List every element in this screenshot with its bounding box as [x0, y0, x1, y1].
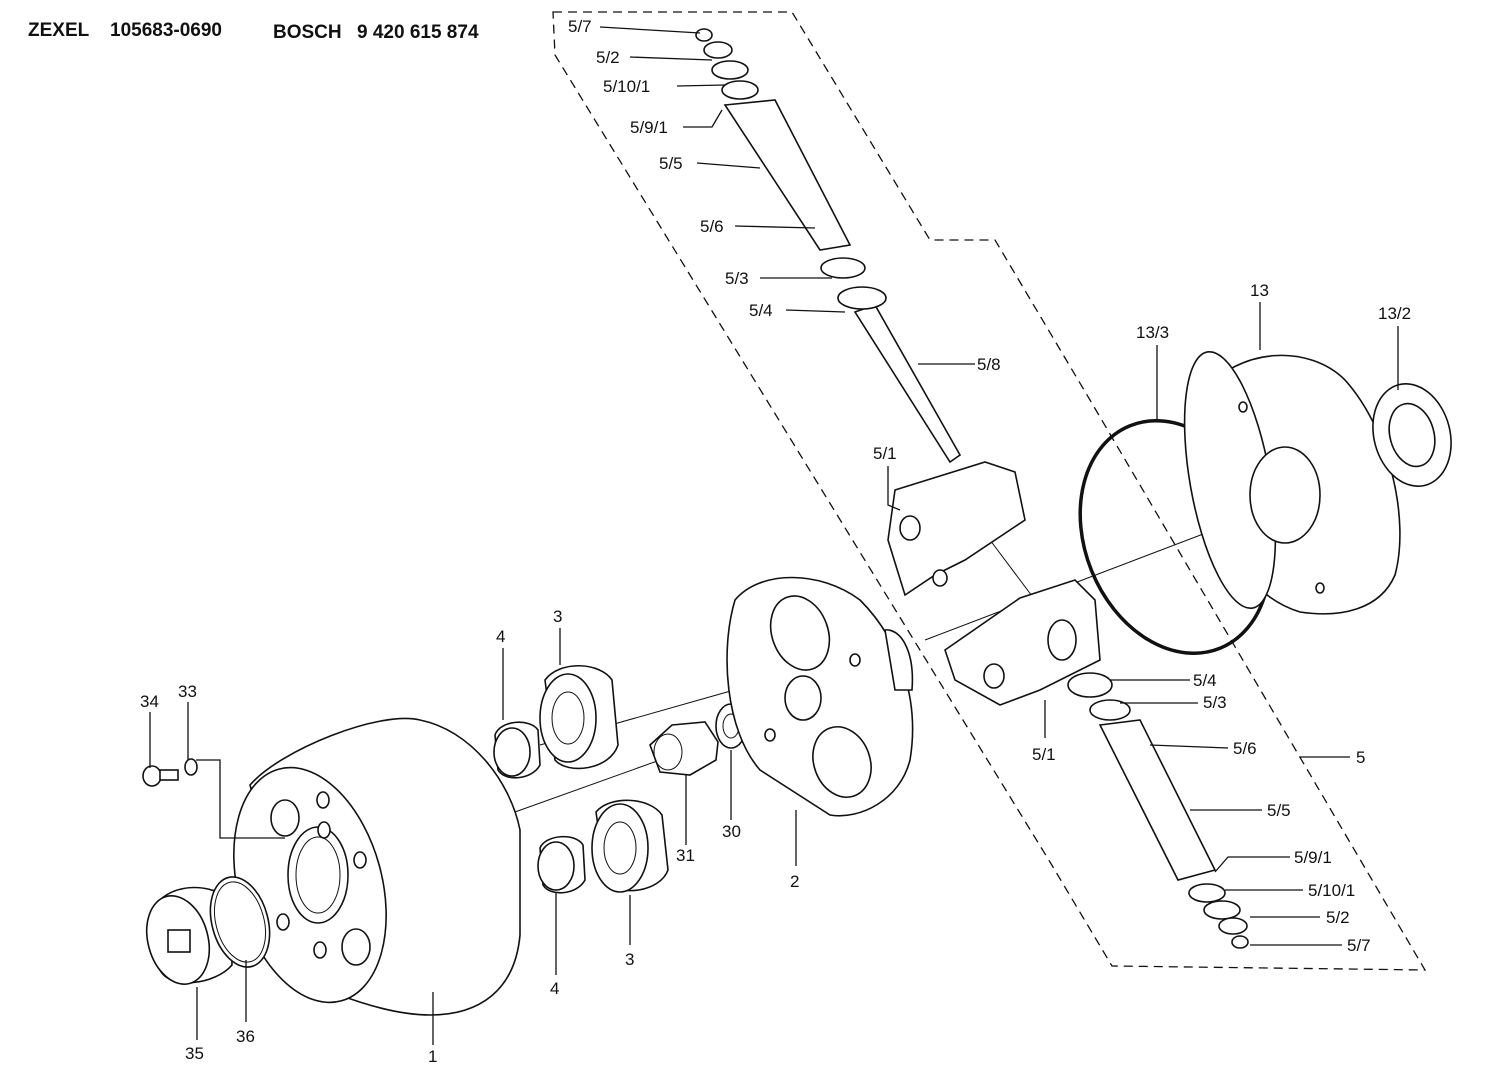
label-5-1-top: 5/1 [873, 444, 897, 463]
label-5-7-top: 5/7 [568, 17, 592, 36]
label-13-3: 13/3 [1136, 323, 1169, 342]
part-2-disc [726, 576, 914, 817]
label-5-3-top: 5/3 [725, 269, 749, 288]
part-4-lower-piston [537, 835, 586, 894]
part-5-1-lower-bracket [944, 579, 1101, 706]
label-5-2-top: 5/2 [596, 48, 620, 67]
part-3-lower-seal [591, 799, 669, 893]
label-5-5-top: 5/5 [659, 154, 683, 173]
part-number-zexel: 105683-0690 [110, 20, 222, 41]
leader-lines [149, 26, 1399, 1045]
label-13: 13 [1250, 281, 1269, 300]
label-5-8: 5/8 [977, 355, 1001, 374]
part-31-nut [649, 721, 719, 776]
label-33: 33 [178, 682, 197, 701]
lower-spring-stack [1067, 672, 1249, 949]
label-31: 31 [676, 846, 695, 865]
part-3-upper-seal [539, 664, 619, 770]
brand-zexel: ZEXEL [28, 20, 90, 41]
label-5-2-bottom: 5/2 [1326, 908, 1350, 927]
label-5-9-1-top: 5/9/1 [630, 118, 668, 137]
label-30: 30 [722, 822, 741, 841]
label-5: 5 [1356, 748, 1365, 767]
label-4-lower: 4 [550, 979, 559, 998]
label-13-2: 13/2 [1378, 304, 1411, 323]
label-5-3-bottom: 5/3 [1203, 693, 1227, 712]
part-number-bosch: 9 420 615 874 [357, 22, 479, 43]
part-4-upper-piston [493, 721, 541, 779]
label-5-4-bottom: 5/4 [1193, 671, 1217, 690]
label-5-9-1-bottom: 5/9/1 [1294, 848, 1332, 867]
brand-bosch: BOSCH [273, 22, 342, 43]
label-5-1-bottom: 5/1 [1032, 745, 1056, 764]
part-5-1-upper-bracket [887, 461, 1026, 597]
part-34-screw [142, 765, 179, 787]
label-5-6-bottom: 5/6 [1233, 739, 1257, 758]
part-36-ring [209, 876, 271, 968]
part-1-housing [233, 717, 521, 1016]
part-labels: 5/7 5/2 5/10/1 5/9/1 5/5 5/6 5/3 5/4 5/8… [140, 17, 1411, 1066]
label-5-7-bottom: 5/7 [1347, 936, 1371, 955]
assembly-5-outline [552, 11, 1427, 971]
label-1: 1 [428, 1047, 437, 1066]
label-34: 34 [140, 692, 159, 711]
upper-spring-stack [695, 28, 887, 310]
label-4-upper: 4 [496, 627, 505, 646]
label-3-lower: 3 [625, 950, 634, 969]
label-5-5-bottom: 5/5 [1267, 801, 1291, 820]
label-2: 2 [790, 872, 799, 891]
part-13-2-seal [1372, 383, 1452, 487]
part-5-8-rod [853, 304, 962, 464]
header: ZEXEL 105683-0690 BOSCH 9 420 615 874 [28, 20, 479, 43]
label-5-4-top: 5/4 [749, 301, 773, 320]
label-5-10-1-top: 5/10/1 [603, 77, 650, 96]
label-35: 35 [185, 1044, 204, 1063]
part-33-washer [184, 758, 285, 839]
label-3-upper: 3 [553, 607, 562, 626]
label-5-6-top: 5/6 [700, 217, 724, 236]
label-5-10-1-bottom: 5/10/1 [1308, 881, 1355, 900]
label-36: 36 [236, 1027, 255, 1046]
part-13-cover [1183, 350, 1401, 615]
